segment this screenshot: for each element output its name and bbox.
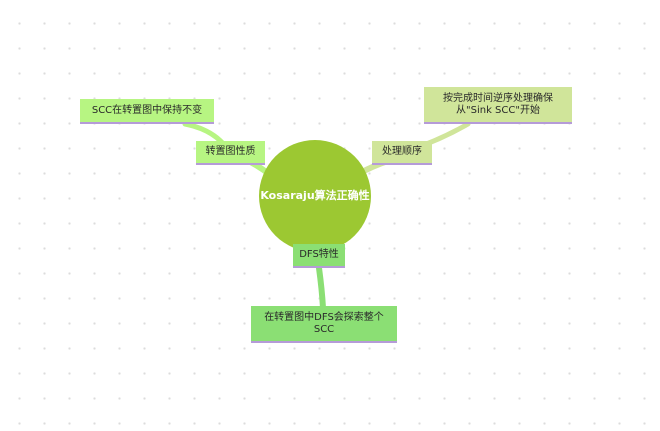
leaf-dfs-explore[interactable]: 在转置图中DFS会探索整个SCC [251, 306, 397, 343]
branch-order[interactable]: 处理顺序 [372, 141, 432, 165]
branch-transpose[interactable]: 转置图性质 [196, 141, 265, 165]
link-dfs-leaf [316, 265, 326, 311]
leaf-scc-invariant-label: SCC在转置图中保持不变 [91, 104, 203, 116]
branch-transpose-label: 转置图性质 [205, 146, 256, 157]
branch-dfs[interactable]: DFS特性 [293, 244, 345, 268]
leaf-sink-scc[interactable]: 按完成时间逆序处理确保从"Sink SCC"开始 [424, 87, 572, 124]
leaf-dfs-explore-label: 在转置图中DFS会探索整个SCC [264, 311, 384, 335]
branch-order-label: 处理顺序 [382, 146, 422, 157]
branch-dfs-label: DFS特性 [299, 249, 339, 260]
leaf-sink-scc-label: 按完成时间逆序处理确保从"Sink SCC"开始 [443, 92, 553, 116]
leaf-scc-invariant[interactable]: SCC在转置图中保持不变 [80, 99, 214, 124]
root-label: Kosaraju算法正确性 [260, 189, 370, 202]
root-node[interactable]: Kosaraju算法正确性 [259, 140, 371, 252]
